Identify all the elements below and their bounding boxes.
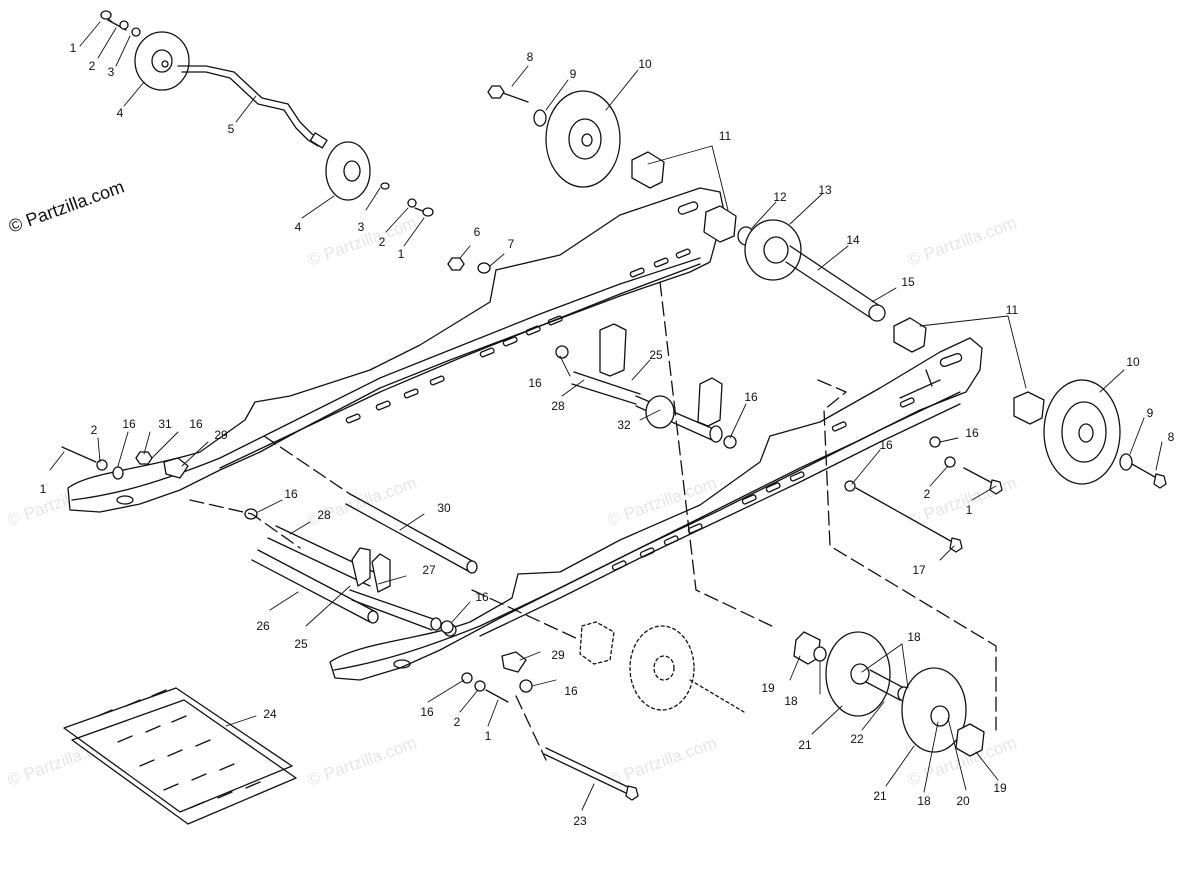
callout-8: 8 xyxy=(526,50,534,64)
callout-9: 9 xyxy=(1146,406,1154,420)
callout-31: 31 xyxy=(158,417,172,431)
callout-3: 3 xyxy=(107,65,115,79)
callout-16: 16 xyxy=(564,684,578,698)
lower-idler-set xyxy=(793,631,985,757)
callout-28: 28 xyxy=(317,508,331,522)
callout-11: 11 xyxy=(1005,303,1019,317)
callout-3: 3 xyxy=(357,220,365,234)
callout-18: 18 xyxy=(917,794,931,808)
callout-1: 1 xyxy=(397,247,405,261)
callout-29: 29 xyxy=(214,428,228,442)
callout-18: 18 xyxy=(907,630,921,644)
callout-15: 15 xyxy=(901,275,915,289)
drive-sprocket xyxy=(579,621,745,713)
callout-26: 26 xyxy=(256,619,270,633)
rear-wheel-lower xyxy=(1043,379,1167,489)
callout-16: 16 xyxy=(189,417,203,431)
callout-1: 1 xyxy=(965,503,973,517)
callout-7: 7 xyxy=(507,237,515,251)
callout-32: 32 xyxy=(617,418,631,432)
callout-23: 23 xyxy=(573,814,587,828)
rear-wheel-upper xyxy=(487,85,665,189)
callout-20: 20 xyxy=(956,794,970,808)
callout-16: 16 xyxy=(744,390,758,404)
callout-25: 25 xyxy=(294,637,308,651)
upper-axle xyxy=(737,219,886,322)
callout-21: 21 xyxy=(798,738,812,752)
callout-2: 2 xyxy=(378,235,386,249)
callout-21: 21 xyxy=(873,789,887,803)
callout-10: 10 xyxy=(1126,355,1140,369)
callout-2: 2 xyxy=(88,59,96,73)
callout-16: 16 xyxy=(284,487,298,501)
callout-14: 14 xyxy=(846,233,860,247)
callout-10: 10 xyxy=(638,57,652,71)
callout-22: 22 xyxy=(850,732,864,746)
callout-16: 16 xyxy=(879,438,893,452)
callout-16: 16 xyxy=(122,417,136,431)
callout-16: 16 xyxy=(965,426,979,440)
callout-16: 16 xyxy=(420,705,434,719)
long-bolt-23 xyxy=(543,747,639,801)
upper-idler-assembly xyxy=(100,10,434,217)
callout-2: 2 xyxy=(90,423,98,437)
callout-4: 4 xyxy=(294,220,302,234)
track-clips xyxy=(63,687,297,825)
callout-16: 16 xyxy=(528,376,542,390)
torque-arm xyxy=(555,323,737,449)
callout-16: 16 xyxy=(475,590,489,604)
callout-9: 9 xyxy=(569,67,577,81)
callout-13: 13 xyxy=(818,183,832,197)
callout-28: 28 xyxy=(551,399,565,413)
callout-25: 25 xyxy=(649,348,663,362)
callout-30: 30 xyxy=(437,501,451,515)
callout-12: 12 xyxy=(773,190,787,204)
callout-8: 8 xyxy=(1167,430,1175,444)
cross-shafts xyxy=(251,493,478,637)
callout-1: 1 xyxy=(69,41,77,55)
callout-4: 4 xyxy=(116,106,124,120)
callout-1: 1 xyxy=(39,482,47,496)
right-rail xyxy=(329,317,1045,681)
callout-18: 18 xyxy=(784,694,798,708)
callout-2: 2 xyxy=(453,715,461,729)
callout-6: 6 xyxy=(473,225,481,239)
callout-1: 1 xyxy=(484,729,492,743)
callout-24: 24 xyxy=(263,707,277,721)
leader-lines xyxy=(49,21,1163,811)
callout-5: 5 xyxy=(227,122,235,136)
callout-29: 29 xyxy=(551,648,565,662)
callout-17: 17 xyxy=(912,563,926,577)
callout-2: 2 xyxy=(923,487,931,501)
callout-19: 19 xyxy=(761,681,775,695)
callout-27: 27 xyxy=(422,563,436,577)
callout-11: 11 xyxy=(718,129,732,143)
assembly-lines xyxy=(189,281,997,761)
callout-19: 19 xyxy=(993,781,1007,795)
